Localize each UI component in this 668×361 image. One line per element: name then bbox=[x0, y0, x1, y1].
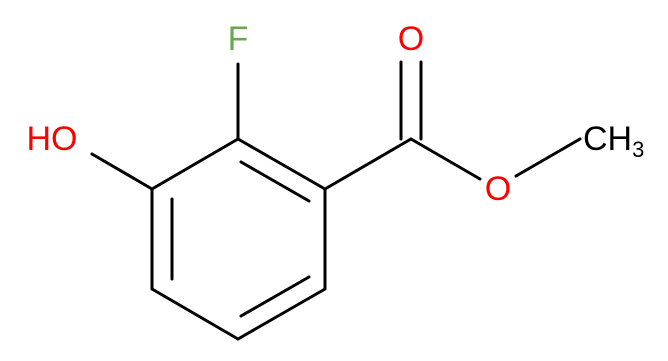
methyl-group-label: CH3 bbox=[583, 120, 644, 162]
bond-ring-inner-c3-c4 bbox=[239, 275, 311, 318]
hydroxyl-group-label: HO bbox=[27, 120, 78, 158]
bond-c6-hydroxyl bbox=[90, 152, 154, 191]
fluorine-atom-label: F bbox=[228, 20, 249, 58]
atom-label-group: F HO O O CH3 bbox=[27, 20, 645, 208]
bond-c2-carbonyl-carbon bbox=[323, 137, 413, 191]
ester-oxygen-label: O bbox=[485, 170, 511, 208]
bond-ring-c6-c1 bbox=[150, 137, 240, 191]
bond-ring-c4-c5 bbox=[150, 287, 240, 341]
bond-ring-c1-c2 bbox=[236, 137, 327, 191]
bond-ester-oxygen-methyl bbox=[514, 137, 582, 178]
methyl-main-label: CH bbox=[583, 120, 632, 158]
carbonyl-oxygen-label: O bbox=[398, 20, 424, 58]
bond-group bbox=[90, 60, 582, 341]
bond-ring-inner-c1-c2 bbox=[239, 160, 311, 203]
bond-ring-c3-c4 bbox=[236, 287, 327, 341]
bond-carbonyl-carbon-ester-oxygen bbox=[409, 137, 482, 181]
methyl-subscript-label: 3 bbox=[632, 137, 644, 162]
